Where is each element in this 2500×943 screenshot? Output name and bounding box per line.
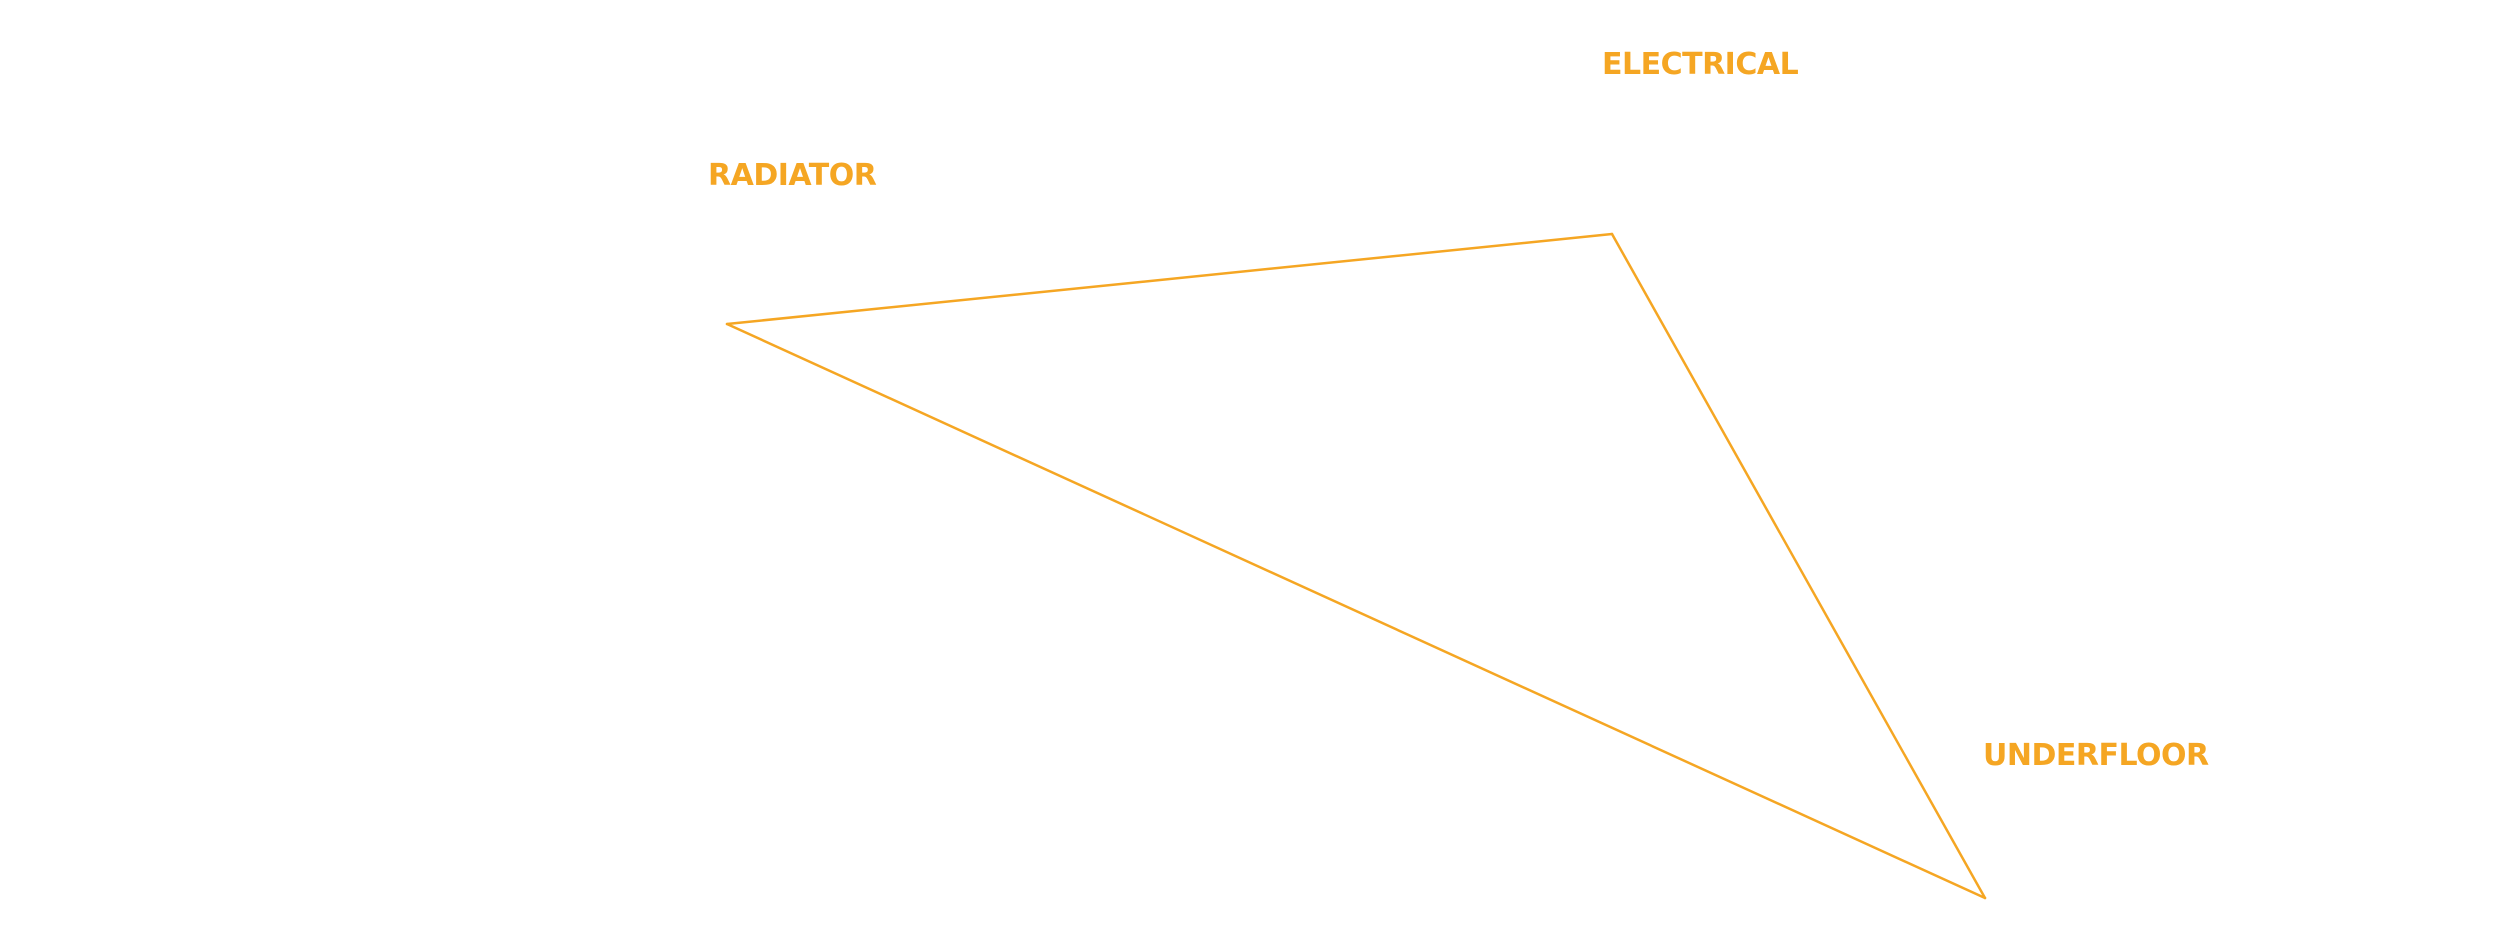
node-label-electrical: ELECTRICAL: [1602, 47, 1799, 82]
edge-underfloor-radiator: [725, 322, 1987, 900]
edge-radiator-electrical: [725, 232, 1614, 326]
node-label-radiator: RADIATOR: [708, 158, 877, 193]
edge-electrical-underfloor: [1610, 232, 1987, 900]
node-label-underfloor: UNDERFLOOR: [1983, 738, 2209, 773]
